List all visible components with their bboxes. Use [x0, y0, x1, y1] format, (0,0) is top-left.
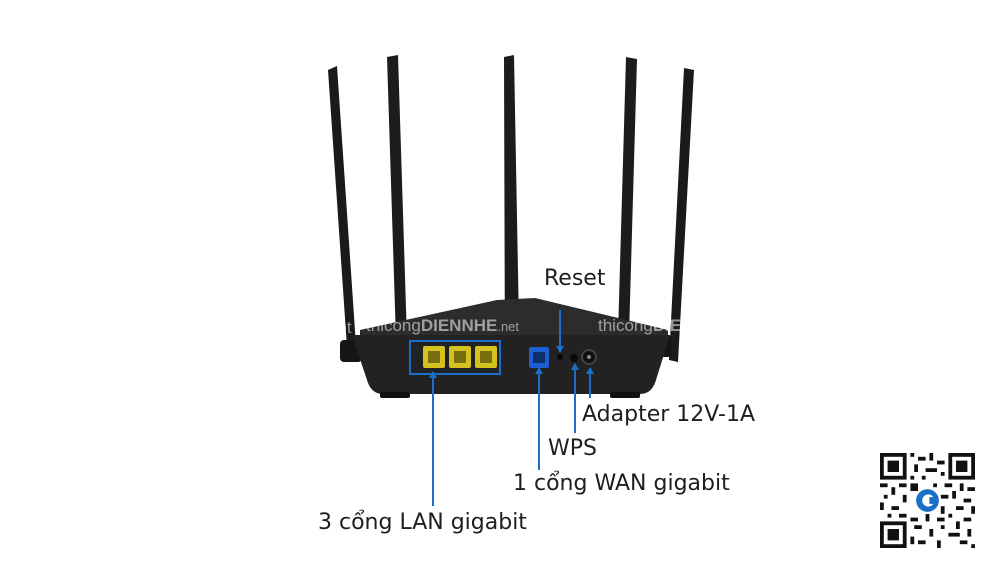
watermark-right-fragment: thicongDIEN — [598, 316, 686, 336]
router-top — [360, 298, 668, 338]
watermark-brand-b: DIENNHE — [420, 316, 498, 335]
adapter-label: Adapter 12V-1A — [582, 402, 756, 427]
watermark-right-a: thicong — [598, 316, 653, 335]
antenna-right — [617, 57, 637, 370]
lan-highlight-box — [409, 340, 501, 375]
wps-button — [570, 354, 578, 362]
antennas — [328, 55, 694, 380]
watermark-left-fragment: net — [328, 318, 352, 337]
antenna-center — [504, 55, 520, 380]
lan-label: 3 cổng LAN gigabit — [318, 510, 527, 535]
qr-code-icon[interactable] — [880, 453, 975, 548]
antenna-left — [387, 55, 407, 340]
antenna-far-right — [669, 68, 694, 362]
lan-ports — [423, 346, 497, 368]
router-body — [352, 335, 670, 394]
watermark-main: thicongDIENNHE.net — [366, 316, 519, 336]
wps-label: WPS — [548, 436, 597, 461]
reset-label: Reset — [544, 266, 606, 291]
reset-hole — [557, 354, 563, 360]
site-logo-icon — [913, 486, 942, 515]
watermark-brand-c: .net — [497, 319, 520, 334]
antenna-far-left — [328, 66, 357, 362]
wan-label: 1 cổng WAN gigabit — [513, 471, 730, 496]
watermark-right-b: DIEN — [652, 316, 686, 335]
watermark-brand-a: thicong — [366, 316, 421, 335]
